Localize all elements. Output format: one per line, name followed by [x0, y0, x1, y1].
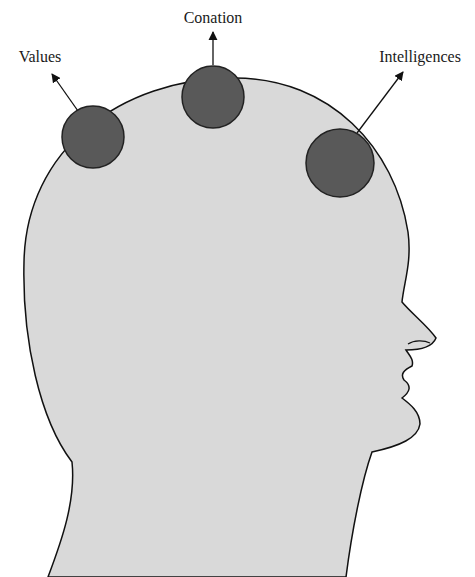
circle-fill	[62, 106, 124, 168]
circle-fill	[306, 129, 374, 197]
concept-label: Conation	[184, 9, 243, 27]
circle-fill	[182, 66, 244, 128]
leader-arrow	[212, 32, 213, 65]
circle-shape	[61, 105, 125, 169]
concept-label: Values	[19, 48, 62, 66]
circle-shape	[181, 65, 245, 129]
concept-label: Intelligences	[379, 48, 461, 66]
concept-circle: Conation	[181, 65, 245, 129]
concept-circle: Intelligences	[305, 128, 375, 198]
leader-arrow	[52, 74, 78, 111]
concept-circle: Values	[61, 105, 125, 169]
head-silhouette	[24, 78, 436, 577]
circle-shape	[305, 128, 375, 198]
nostril	[408, 341, 430, 344]
leader-arrow	[357, 72, 403, 133]
